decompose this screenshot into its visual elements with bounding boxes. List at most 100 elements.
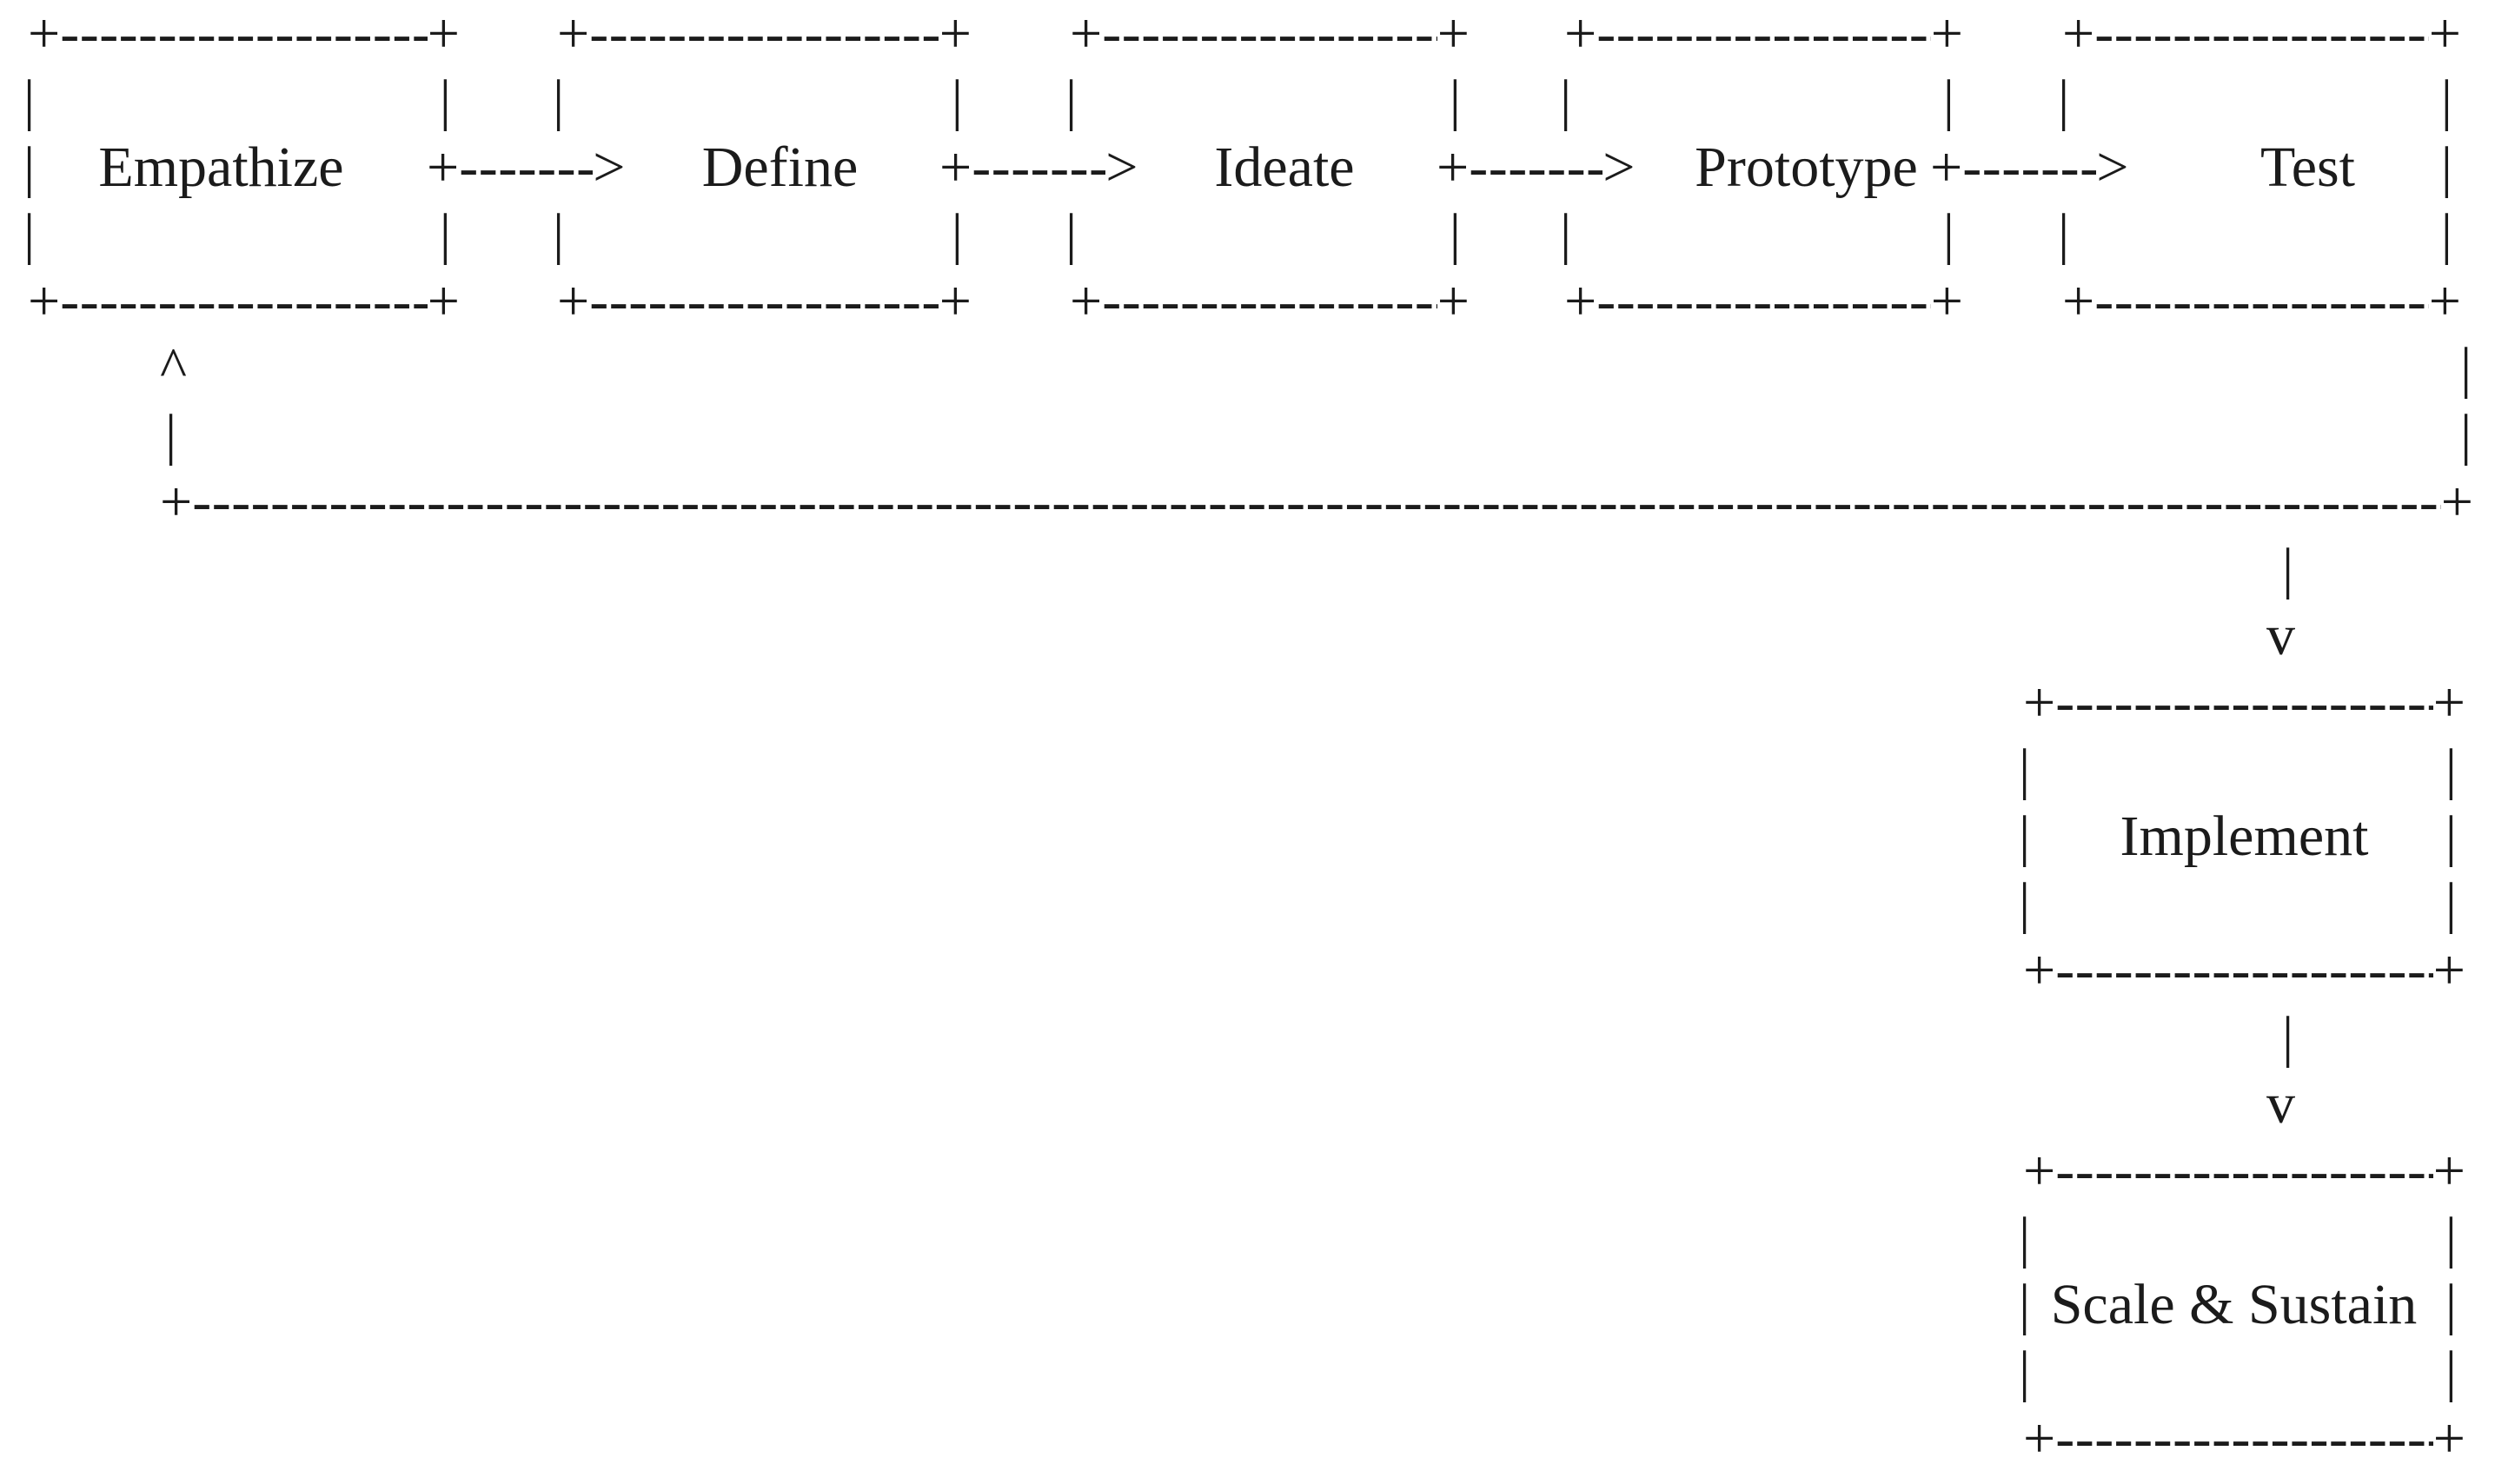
box-border-top: +---------------------------------------… — [557, 0, 972, 67]
box-border-bottom: +---------------------------------------… — [1070, 268, 1470, 335]
dashed-border: ----------------------------------------… — [2094, 2, 2429, 65]
corner-plus: + — [2062, 2, 2095, 65]
left-wall: | — [2019, 805, 2031, 868]
loop-dashed-line: ----------------------------------------… — [192, 470, 2441, 533]
dashed-border: ----------------------------------------… — [2055, 1139, 2433, 1202]
stage-label-scale-sustain: Scale & Sustain — [2050, 1273, 2418, 1336]
arrow-right-head: > — [2096, 136, 2129, 199]
arrow-ideate-to-prototype: +---------------------------------------… — [1437, 134, 1635, 201]
left-wall: | — [23, 69, 36, 132]
right-wall: | — [2445, 738, 2457, 801]
box-border-bottom: +---------------------------------------… — [557, 268, 972, 335]
box-walls: || — [1560, 67, 1963, 134]
feedback-left-riser: | — [165, 403, 177, 467]
dashed-border: ----------------------------------------… — [2055, 1407, 2433, 1470]
dashed-border: ----------------------------------------… — [2055, 938, 2433, 1002]
corner-plus: + — [557, 2, 590, 65]
dashed-border: ----------------------------------------… — [2055, 671, 2433, 734]
corner-plus: + — [2023, 938, 2056, 1002]
corner-plus: + — [2023, 671, 2056, 734]
corner-plus: + — [1437, 269, 1470, 333]
arrow-tail-plus: + — [1930, 136, 1963, 199]
box-walls: || — [2019, 1338, 2465, 1405]
box-border-bottom: +---------------------------------------… — [28, 268, 460, 335]
arrow-tail-plus: + — [427, 136, 460, 199]
box-border-top: +---------------------------------------… — [1070, 0, 1470, 67]
corner-plus: + — [2432, 1139, 2465, 1202]
dashed-border: ----------------------------------------… — [589, 269, 939, 333]
corner-plus: + — [2023, 1407, 2056, 1470]
stage-box-ideate: +---------------------------------------… — [1065, 0, 1470, 335]
arrow-prototype-to-test: +---------------------------------------… — [1930, 134, 2128, 201]
box-walls: || — [553, 201, 972, 268]
left-wall: | — [2058, 202, 2070, 266]
box-walls: || — [1065, 201, 1470, 268]
corner-plus: + — [427, 2, 460, 65]
corner-plus: + — [2062, 269, 2095, 333]
arrow-right-head: > — [593, 136, 626, 199]
left-wall: | — [553, 202, 565, 266]
box-walls: || — [23, 67, 460, 134]
box-label-row: | Empathize — [23, 134, 460, 201]
dashed-border: ----------------------------------------… — [60, 269, 428, 333]
corner-plus: + — [939, 2, 972, 65]
right-wall: | — [1942, 202, 1954, 266]
stage-box-empathize: +---------------------------------------… — [23, 0, 460, 335]
corner-plus: + — [427, 269, 460, 333]
right-wall: | — [2440, 202, 2452, 266]
corner-plus: + — [1437, 2, 1470, 65]
corner-plus: + — [28, 2, 61, 65]
dashed-border: ----------------------------------------… — [1102, 2, 1437, 65]
corner-plus: + — [2432, 1407, 2465, 1470]
right-wall: | — [1449, 202, 1461, 266]
arrow-tail-plus: + — [1437, 136, 1470, 199]
arrow-empathize-to-define: +---------------------------------------… — [427, 134, 625, 201]
left-wall: | — [2019, 1206, 2031, 1269]
box-walls: || — [2019, 736, 2465, 803]
box-walls: || — [2058, 67, 2461, 134]
right-wall: | — [1942, 69, 1954, 132]
right-wall: | — [2445, 805, 2457, 868]
down-connector-1: | — [2282, 537, 2294, 600]
box-walls: || — [2019, 1204, 2465, 1271]
right-wall: | — [439, 69, 451, 132]
corner-plus: + — [2428, 269, 2461, 333]
corner-plus: + — [1930, 269, 1963, 333]
left-wall: | — [1560, 202, 1572, 266]
left-wall: | — [23, 136, 36, 199]
box-walls: || — [1065, 67, 1470, 134]
corner-plus: + — [28, 269, 61, 333]
dashed-border: ----------------------------------------… — [60, 2, 428, 65]
right-wall: | — [2445, 1340, 2457, 1403]
arrow-dashed-shaft: ----------------------------------------… — [972, 136, 1105, 199]
stage-box-prototype: +---------------------------------------… — [1560, 0, 1963, 335]
arrow-right-head: > — [1603, 136, 1636, 199]
arrow-right-head: > — [1105, 136, 1138, 199]
down-connector-2: | — [2282, 1005, 2294, 1069]
left-wall: | — [23, 202, 36, 266]
corner-plus: + — [2432, 938, 2465, 1002]
dashed-border: ----------------------------------------… — [1596, 2, 1931, 65]
arrow-tail-plus: + — [939, 136, 972, 199]
box-border-top: +---------------------------------------… — [28, 0, 460, 67]
corner-plus: + — [1930, 2, 1963, 65]
feedback-loop-line: +---------------------------------------… — [160, 468, 2473, 535]
corner-plus: + — [1564, 269, 1597, 333]
corner-plus: + — [557, 269, 590, 333]
down-arrowhead-1: v — [2266, 604, 2295, 667]
box-walls: || — [23, 201, 460, 268]
right-wall: | — [951, 69, 963, 132]
box-label-row: | Implement | — [2019, 803, 2465, 870]
stage-label-empathize: Empathize — [98, 136, 344, 199]
stage-label-implement: Implement — [2120, 805, 2369, 868]
box-border-bottom: +---------------------------------------… — [2023, 937, 2465, 1004]
right-wall: | — [1449, 69, 1461, 132]
dashed-border: ----------------------------------------… — [2094, 269, 2429, 333]
stage-label-define: Define — [701, 136, 859, 199]
stage-label-ideate: Ideate — [1214, 136, 1355, 199]
box-border-bottom: +---------------------------------------… — [2023, 1405, 2465, 1472]
loop-right-plus: + — [2440, 470, 2473, 533]
arrow-dashed-shaft: ----------------------------------------… — [1962, 136, 2096, 199]
box-label-row: Prototype — [1564, 134, 1963, 201]
